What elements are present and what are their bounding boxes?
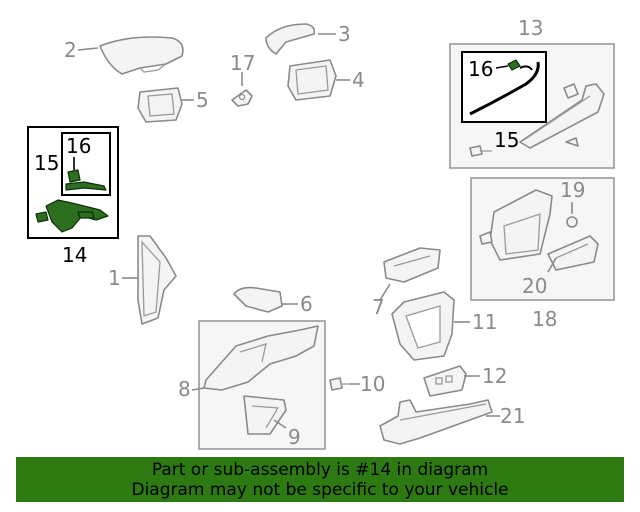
callout-14: 14 <box>62 243 87 267</box>
part-2[interactable] <box>99 36 184 75</box>
part-11[interactable] <box>391 291 455 361</box>
part-5[interactable] <box>137 87 183 123</box>
callout-16-left: 16 <box>66 134 91 158</box>
part-17[interactable] <box>231 89 253 107</box>
part-14-assembly[interactable] <box>35 199 109 233</box>
part-20[interactable] <box>547 235 599 271</box>
banner-line-1: Part or sub-assembly is #14 in diagram <box>151 459 489 480</box>
callout-8: 8 <box>178 377 191 401</box>
part-10[interactable] <box>329 377 350 391</box>
callout-11: 11 <box>472 310 497 334</box>
part-6[interactable] <box>233 286 283 313</box>
part-8[interactable] <box>203 325 319 391</box>
callout-21: 21 <box>500 404 525 428</box>
part-9[interactable] <box>243 395 287 435</box>
part-7[interactable] <box>383 247 441 283</box>
callout-20: 20 <box>522 274 547 298</box>
callout-2: 2 <box>64 38 77 62</box>
callout-9: 9 <box>288 425 301 449</box>
callout-12: 12 <box>482 364 507 388</box>
banner-line-2: Diagram may not be specific to your vehi… <box>131 479 509 500</box>
callout-16-right: 16 <box>468 57 493 81</box>
callout-6: 6 <box>300 292 313 316</box>
callout-4: 4 <box>352 68 365 92</box>
callout-10: 10 <box>360 372 385 396</box>
callout-15-right: 15 <box>494 128 519 152</box>
part-16-left[interactable] <box>67 169 81 183</box>
part-16-right[interactable] <box>507 59 521 71</box>
harness-15-left[interactable] <box>65 181 107 191</box>
part-18-housing[interactable] <box>479 189 553 261</box>
part-21[interactable] <box>379 399 493 445</box>
callout-19: 19 <box>560 178 585 202</box>
part-3[interactable] <box>265 23 316 55</box>
callout-5: 5 <box>196 88 209 112</box>
callout-18: 18 <box>532 307 557 331</box>
callout-3: 3 <box>338 22 351 46</box>
callout-7: 7 <box>372 295 385 319</box>
callout-13: 13 <box>518 16 543 40</box>
part-13-screw[interactable] <box>469 145 492 157</box>
callout-1: 1 <box>108 266 121 290</box>
callout-15-left: 15 <box>34 151 59 175</box>
part-19[interactable] <box>566 216 578 228</box>
part-12[interactable] <box>423 365 467 397</box>
harness-15-right[interactable] <box>469 61 540 116</box>
callout-17: 17 <box>230 51 255 75</box>
part-13-trim[interactable] <box>519 83 605 149</box>
part-1[interactable] <box>137 235 177 325</box>
part-4[interactable] <box>287 59 337 101</box>
info-banner: Part or sub-assembly is #14 in diagram D… <box>16 457 624 502</box>
